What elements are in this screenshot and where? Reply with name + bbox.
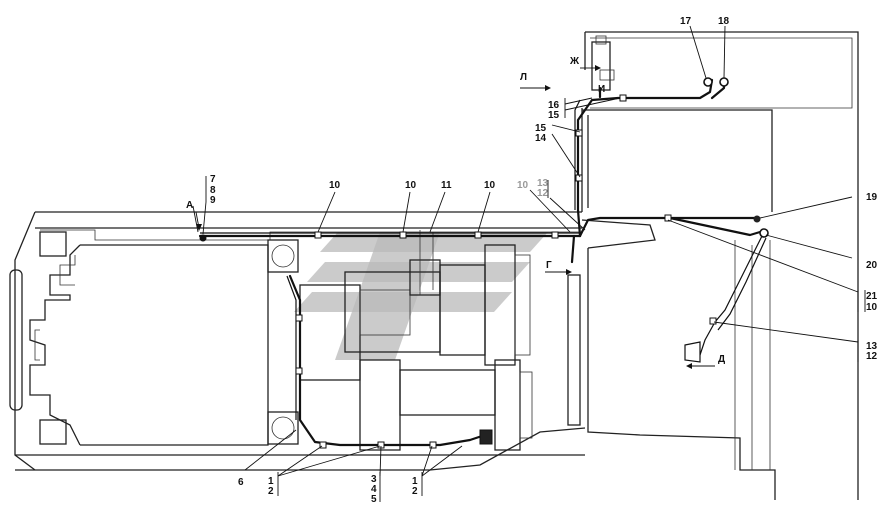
callout-15-b: 15 bbox=[535, 123, 547, 134]
callout-2-b: 2 bbox=[412, 486, 418, 497]
callout-11: 11 bbox=[441, 180, 452, 191]
callout-L: Л bbox=[520, 72, 527, 83]
callout-21: 21 bbox=[866, 291, 878, 302]
callout-1-b: 1 bbox=[412, 476, 418, 487]
callout-I: И bbox=[598, 84, 605, 95]
callout-8: 8 bbox=[210, 185, 216, 196]
callout-17: 17 bbox=[680, 16, 692, 27]
callout-1-a: 1 bbox=[268, 476, 274, 487]
callout-A: А bbox=[186, 200, 193, 211]
callout-5: 5 bbox=[371, 494, 377, 505]
callout-12-a: 12 bbox=[537, 188, 549, 199]
callout-3: 3 bbox=[371, 474, 377, 485]
callout-15-a: 15 bbox=[548, 110, 560, 121]
callout-19: 19 bbox=[866, 192, 878, 203]
callout-13-a: 13 bbox=[537, 178, 549, 189]
cab-body bbox=[581, 31, 859, 500]
callout-12-b: 12 bbox=[866, 351, 878, 362]
callout-7: 7 bbox=[210, 174, 216, 185]
engine-block bbox=[29, 244, 269, 446]
washer-reservoir bbox=[591, 35, 615, 91]
callout-16: 16 bbox=[548, 100, 560, 111]
callout-labels: 7 8 9 А 10 10 11 10 10 13 12 Л Ж И 16 15… bbox=[186, 16, 878, 505]
callout-10-d: 10 bbox=[517, 180, 529, 191]
harness-clips bbox=[295, 77, 769, 449]
callout-20: 20 bbox=[866, 260, 878, 271]
callout-10-e: 10 bbox=[866, 302, 878, 313]
frame-mounts bbox=[267, 239, 299, 445]
leader-lines bbox=[192, 25, 866, 502]
callout-10-a: 10 bbox=[329, 180, 341, 191]
callout-14: 14 bbox=[535, 133, 547, 144]
callout-6: 6 bbox=[238, 477, 244, 488]
callout-10-b: 10 bbox=[405, 180, 417, 191]
callout-D: Д bbox=[718, 354, 725, 365]
callout-G: Г bbox=[546, 260, 552, 271]
callout-9: 9 bbox=[210, 195, 216, 206]
chassis-frame bbox=[9, 211, 586, 471]
callout-2-a: 2 bbox=[268, 486, 274, 497]
callout-13-b: 13 bbox=[866, 341, 878, 352]
callout-18: 18 bbox=[718, 16, 730, 27]
callout-4: 4 bbox=[371, 484, 377, 495]
watermark-logo bbox=[294, 232, 548, 360]
transmission bbox=[299, 230, 581, 451]
callout-10-c: 10 bbox=[484, 180, 496, 191]
callout-Zh: Ж bbox=[569, 56, 580, 67]
